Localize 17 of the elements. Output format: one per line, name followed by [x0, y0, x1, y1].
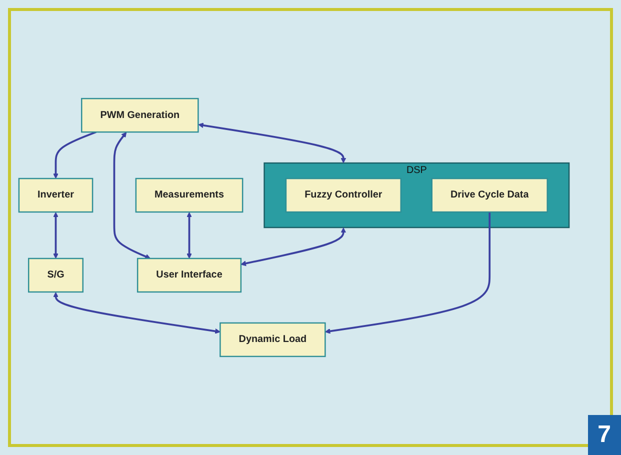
node-box: Fuzzy Controller — [285, 178, 402, 213]
node-box: Dynamic Load — [220, 322, 326, 358]
arrow — [198, 122, 346, 164]
node-box: Inverter — [18, 178, 94, 213]
arrow — [186, 212, 192, 259]
arrow — [240, 228, 346, 266]
arrow — [324, 212, 491, 334]
node-box: Drive Cycle Data — [431, 178, 548, 213]
arrow — [53, 292, 220, 334]
node-box: S/G — [28, 258, 84, 293]
node-box: User Interface — [136, 258, 242, 293]
arrow — [53, 212, 58, 259]
figure-number: 7 — [588, 415, 621, 455]
arrow — [53, 131, 97, 179]
node-box: PWM Generation — [81, 98, 199, 133]
node-box: Measurements — [135, 178, 244, 213]
arrow — [113, 132, 151, 260]
